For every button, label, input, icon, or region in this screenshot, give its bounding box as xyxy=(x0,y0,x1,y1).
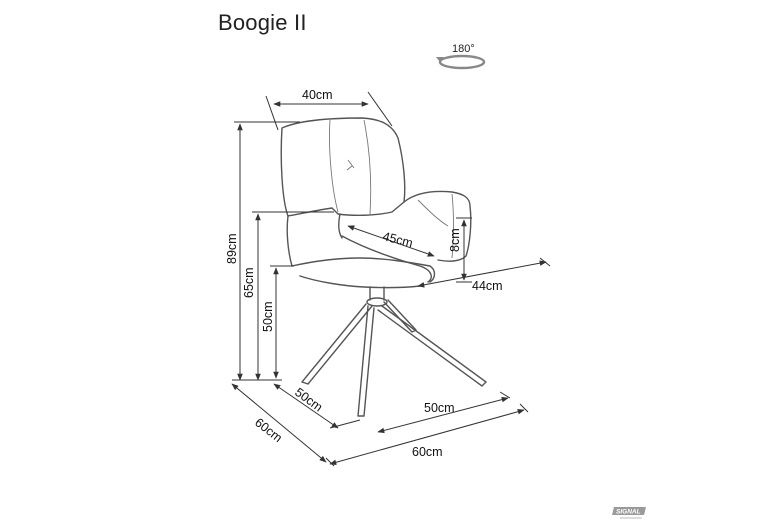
label-seat-height: 50cm xyxy=(261,301,275,332)
label-armrest-thickness: 8cm xyxy=(448,228,462,252)
label-armrest-height: 65cm xyxy=(242,267,256,298)
label-armrest-span: 44cm xyxy=(472,279,503,293)
label-footprint-width: 60cm xyxy=(412,445,443,459)
product-title: Boogie II xyxy=(218,10,307,35)
label-total-height: 89cm xyxy=(225,233,239,264)
brand-name: SIGNAL xyxy=(616,509,641,516)
label-base-depth: 50cm xyxy=(292,385,325,414)
signal-logo-icon: SIGNAL xyxy=(612,507,646,519)
rotation-label: 180° xyxy=(452,43,475,55)
label-backrest-width: 40cm xyxy=(302,88,333,102)
chair-outline xyxy=(280,117,487,417)
dimension-lines xyxy=(231,91,551,467)
rotation-arrow-icon xyxy=(436,54,486,70)
label-seat-width: 45cm xyxy=(381,229,414,250)
label-base-width: 50cm xyxy=(424,401,455,415)
label-footprint-depth: 60cm xyxy=(252,415,285,445)
